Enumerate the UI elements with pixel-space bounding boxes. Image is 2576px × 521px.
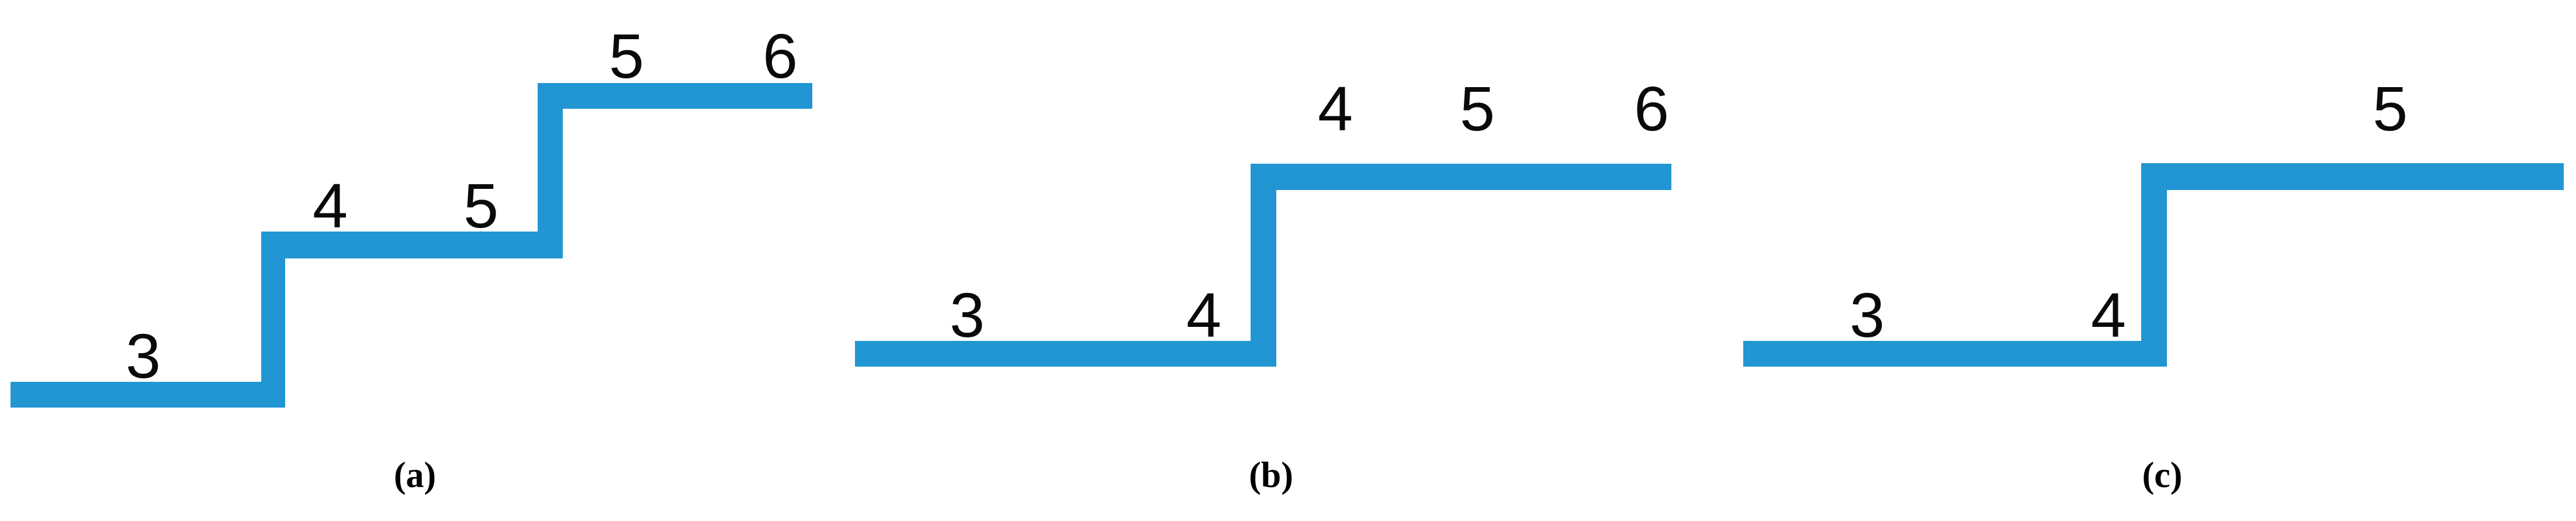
panel-c-tread-2	[2141, 163, 2564, 190]
panel-a-label-3: 3	[125, 320, 161, 391]
panel-a-label-5-lower: 5	[463, 170, 499, 241]
panel-a-tread-2	[261, 232, 563, 258]
panel-a-label-5-upper: 5	[608, 20, 645, 91]
panel-a-tread-1	[11, 382, 285, 408]
panel-a-label-4: 4	[312, 170, 348, 241]
panel-a-riser-1	[261, 232, 285, 408]
panel-a-caption: (a)	[393, 456, 437, 495]
panel-c-label-5: 5	[2372, 73, 2408, 144]
panel-b-label-6: 6	[1633, 73, 1670, 144]
panel-b-tread-1	[855, 341, 1276, 367]
panel-b-riser-1	[1251, 164, 1276, 367]
panel-b-label-5: 5	[1459, 73, 1495, 144]
panel-a-label-6: 6	[762, 20, 798, 91]
panel-c-riser-1	[2141, 163, 2167, 367]
panel-b-label-4-upper: 4	[1317, 73, 1353, 144]
panel-a-tread-3	[538, 83, 812, 109]
panel-b-caption: (b)	[1249, 456, 1293, 495]
panel-b-label-4-lower: 4	[1186, 280, 1222, 350]
panel-c-caption: (c)	[2142, 456, 2183, 495]
panel-b-tread-2	[1251, 164, 1671, 190]
panel-a-riser-2	[538, 83, 563, 258]
panel-c-label-3: 3	[1849, 280, 1885, 350]
panel-b-label-3: 3	[949, 280, 985, 350]
panel-c-label-4: 4	[2090, 280, 2127, 350]
panel-c-tread-1	[1743, 341, 2167, 367]
panel-a: 3 4 5 5 6 (a)	[0, 0, 847, 521]
